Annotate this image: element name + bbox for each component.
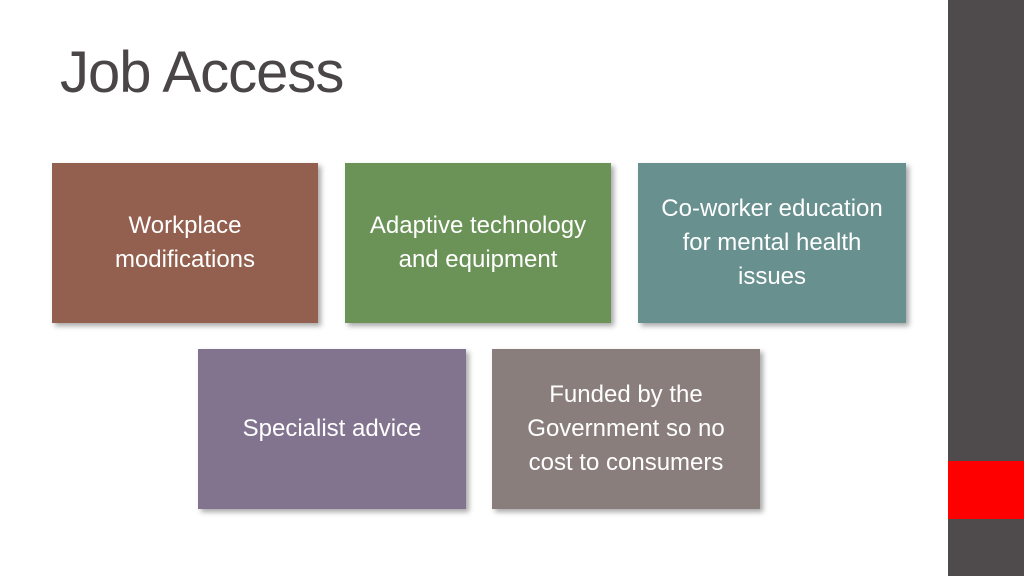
box-label: Workplace modifications (114, 212, 256, 273)
box-specialist-advice: Specialist advice (198, 349, 466, 509)
box-workplace-modifications: Workplace modifications (52, 163, 318, 323)
box-label: Funded by the Government so no cost to c… (527, 381, 725, 476)
box-label: Specialist advice (242, 415, 422, 442)
box-label: Co-worker education for mental health is… (661, 195, 883, 290)
slide-title: Job Access (60, 40, 344, 105)
sidebar-accent-block (948, 461, 1024, 519)
box-label: Adaptive technology and equipment (369, 212, 587, 273)
box-adaptive-technology: Adaptive technology and equipment (345, 163, 611, 323)
box-government-funded: Funded by the Government so no cost to c… (492, 349, 760, 509)
box-coworker-education: Co-worker education for mental health is… (638, 163, 906, 323)
